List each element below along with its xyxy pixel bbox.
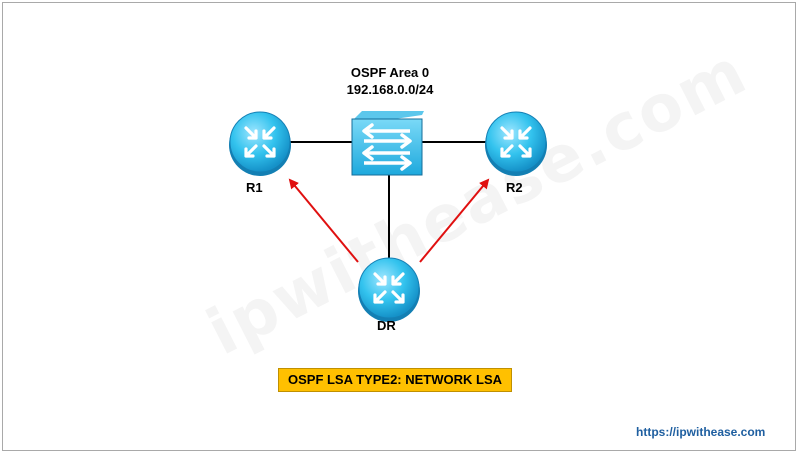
lsa-arrow-to-r1 — [288, 178, 359, 263]
router-label-r1: R1 — [246, 180, 263, 195]
router-label-dr: DR — [377, 318, 396, 333]
website-url: https://ipwithease.com — [636, 425, 766, 439]
router-icon — [485, 111, 547, 176]
area-title: OSPF Area 0 192.168.0.0/24 — [300, 64, 480, 98]
lsa-arrow-to-r2 — [419, 178, 490, 263]
title-banner: OSPF LSA TYPE2: NETWORK LSA — [278, 368, 512, 392]
router-icon — [229, 111, 291, 176]
router-icon — [358, 257, 420, 322]
area-name: OSPF Area 0 — [350, 65, 430, 80]
switch-icon — [351, 111, 424, 176]
router-label-r2: R2 — [506, 180, 523, 195]
area-subnet: 192.168.0.0/24 — [346, 82, 434, 97]
